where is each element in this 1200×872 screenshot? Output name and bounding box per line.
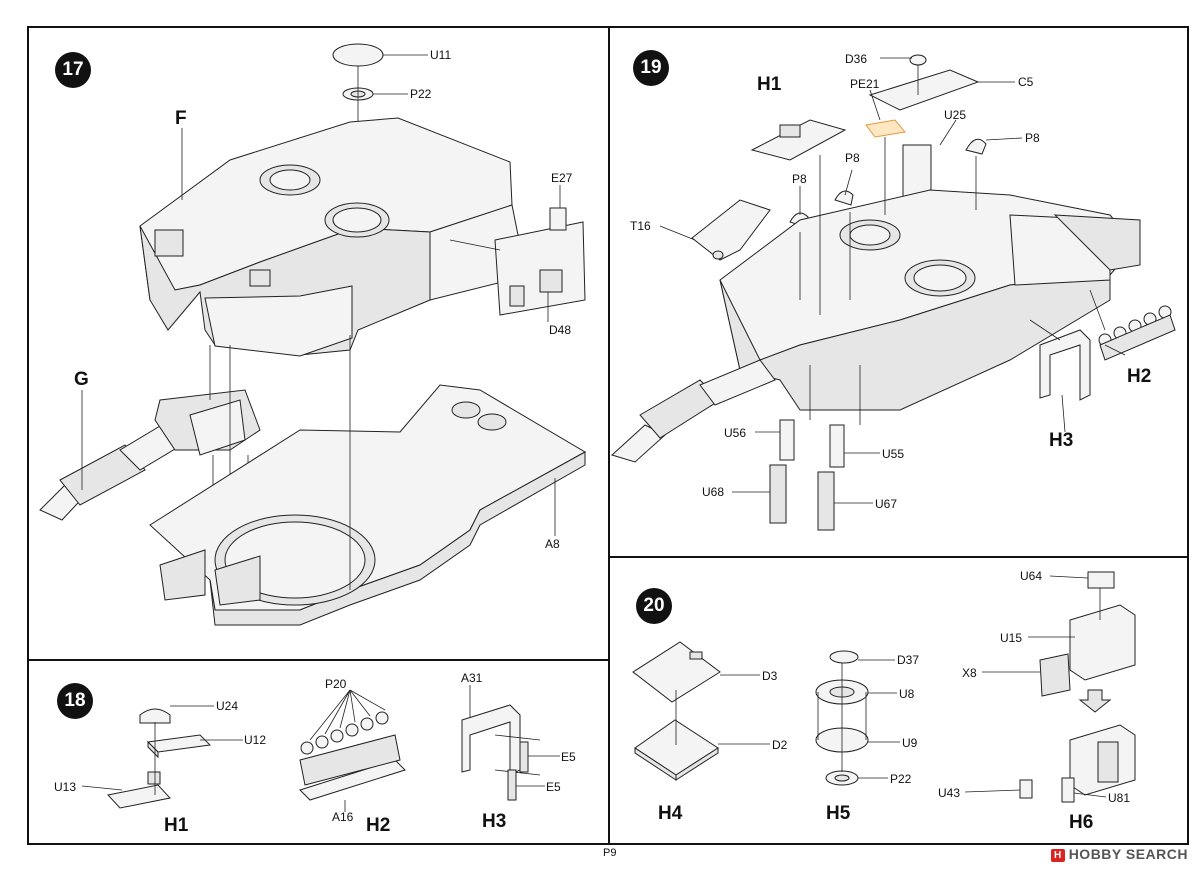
step-number-19: 19 xyxy=(633,50,669,86)
part-u15 xyxy=(1069,604,1136,681)
label-e27: E27 xyxy=(551,171,573,185)
step-number-17: 17 xyxy=(55,52,91,88)
label-u56: U56 xyxy=(724,426,747,440)
part-d3 xyxy=(632,641,721,703)
step18-drawing xyxy=(81,685,560,812)
label-d2: D2 xyxy=(772,738,788,752)
label-h1-19: H1 xyxy=(757,74,782,95)
label-h4: H4 xyxy=(658,803,683,824)
label-d48: D48 xyxy=(549,323,572,337)
part-u56 xyxy=(779,419,795,461)
label-e5-bottom: E5 xyxy=(546,780,561,794)
label-u8: U8 xyxy=(899,687,915,701)
label-p20: P20 xyxy=(325,677,347,691)
step-number-18: 18 xyxy=(57,683,93,719)
step-number-20: 20 xyxy=(636,588,672,624)
part-x8 xyxy=(1039,653,1071,697)
label-h2-18: H2 xyxy=(366,815,391,836)
watermark-text: HOBBY SEARCH xyxy=(1068,846,1188,862)
label-p8-middle: P8 xyxy=(845,151,860,165)
part-d37 xyxy=(829,650,859,664)
part-u64 xyxy=(1087,571,1115,589)
part-u11 xyxy=(332,43,384,67)
label-a8: A8 xyxy=(545,537,560,551)
label-u25: U25 xyxy=(944,108,967,122)
label-h1-18: H1 xyxy=(164,815,189,836)
part-u67 xyxy=(817,471,835,531)
label-h3-18: H3 xyxy=(482,811,507,832)
label-h2-19: H2 xyxy=(1127,366,1152,387)
part-u55 xyxy=(829,424,845,468)
label-u9: U9 xyxy=(902,736,918,750)
label-p22-20: P22 xyxy=(890,772,912,786)
label-f: F xyxy=(175,108,187,129)
h3-assembly-19 xyxy=(1039,329,1091,401)
label-p22: P22 xyxy=(410,87,432,101)
label-pe21: PE21 xyxy=(850,77,880,91)
label-u67: U67 xyxy=(875,497,898,511)
step20-drawing xyxy=(632,571,1136,803)
part-a31 xyxy=(461,704,521,776)
label-u81: U81 xyxy=(1108,791,1131,805)
label-u11: U11 xyxy=(430,48,452,62)
label-u55: U55 xyxy=(882,447,905,461)
part-pe21 xyxy=(865,119,906,138)
label-u12: U12 xyxy=(244,733,267,747)
label-e5-top: E5 xyxy=(561,750,576,764)
label-p8-right: P8 xyxy=(1025,131,1040,145)
label-h3-19: H3 xyxy=(1049,430,1074,451)
part-u81 xyxy=(1061,777,1075,803)
label-x8: X8 xyxy=(962,666,977,680)
label-u13: U13 xyxy=(54,780,77,794)
label-p8-left: P8 xyxy=(792,172,807,186)
part-u68 xyxy=(769,464,787,524)
label-u64: U64 xyxy=(1020,569,1043,583)
part-e27 xyxy=(549,207,567,231)
part-u43 xyxy=(1019,779,1033,799)
part-c5 xyxy=(868,69,980,111)
label-a31: A31 xyxy=(461,671,483,685)
label-h6: H6 xyxy=(1069,812,1094,833)
label-d3: D3 xyxy=(762,669,778,683)
label-a16: A16 xyxy=(332,810,354,824)
label-h5: H5 xyxy=(826,803,851,824)
divider-left-horizontal xyxy=(27,659,610,661)
label-d37: D37 xyxy=(897,653,920,667)
divider-vertical xyxy=(608,26,610,845)
label-t16: T16 xyxy=(630,219,651,233)
page-number: P9 xyxy=(603,847,617,859)
label-d36: D36 xyxy=(845,52,868,66)
label-g: G xyxy=(74,369,89,390)
label-u68: U68 xyxy=(702,485,725,499)
label-u24: U24 xyxy=(216,699,239,713)
watermark-logo-icon: H xyxy=(1050,848,1065,862)
label-u43: U43 xyxy=(938,786,961,800)
step19-drawing xyxy=(611,54,1176,531)
down-arrow-icon xyxy=(1078,689,1112,713)
label-u15: U15 xyxy=(1000,631,1023,645)
divider-right-horizontal xyxy=(608,556,1189,558)
part-d2 xyxy=(634,719,719,776)
label-c5: C5 xyxy=(1018,75,1034,89)
h2-assembly-19 xyxy=(1098,305,1176,361)
step17-drawing xyxy=(39,43,587,626)
